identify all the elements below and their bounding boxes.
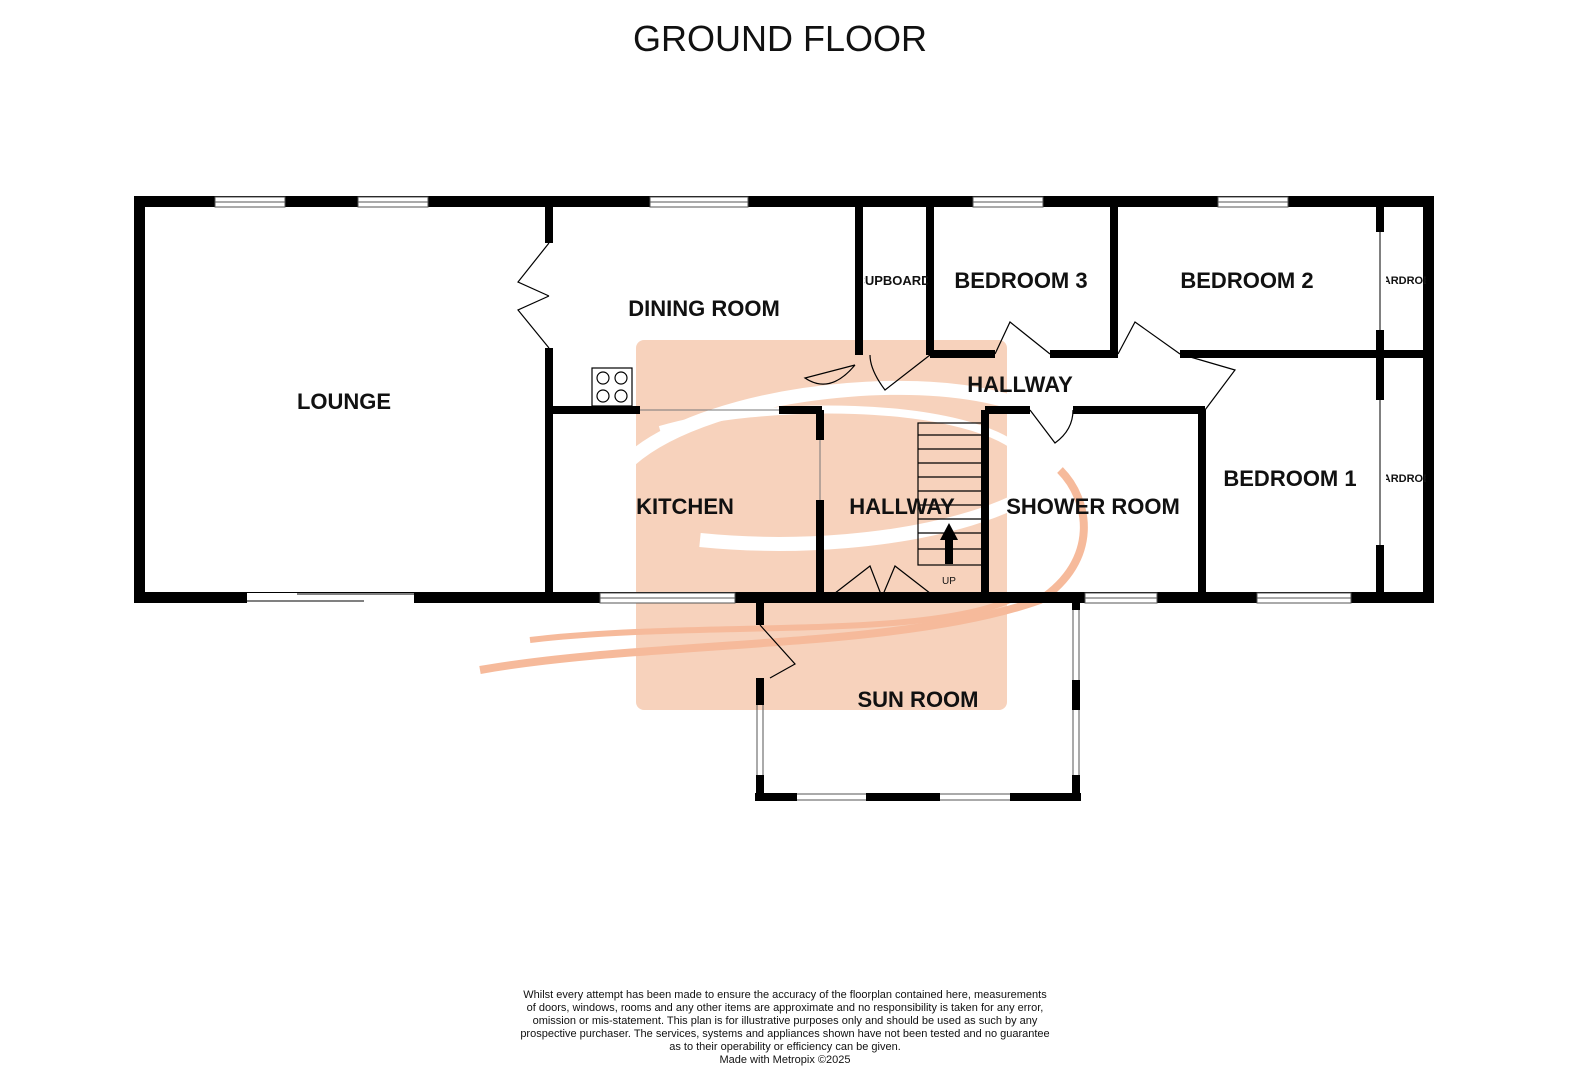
- disclaimer-line: omission or mis-statement. This plan is …: [532, 1015, 1038, 1027]
- stairs-up-label: UP: [942, 576, 956, 587]
- arrow-up-icon: [940, 523, 958, 564]
- room-label-kitchen: KITCHEN: [636, 494, 734, 519]
- floor-title: GROUND FLOOR: [632, 18, 927, 59]
- room-label-hallway: HALLWAY: [849, 494, 955, 519]
- room-label-bedroom-3: BEDROOM 3: [954, 268, 1087, 293]
- room-label-sun-room: SUN ROOM: [858, 687, 979, 712]
- doors: [517, 242, 1237, 679]
- disclaimer-line: as to their operability or efficiency ca…: [669, 1041, 901, 1053]
- hob-icon: [591, 367, 633, 407]
- internal-walls: [545, 201, 1434, 801]
- room-label-bedroom-1: BEDROOM 1: [1223, 466, 1356, 491]
- credit: Made with Metropix ©2025: [719, 1054, 851, 1066]
- disclaimer-line: of doors, windows, rooms and any other i…: [526, 1002, 1044, 1014]
- room-label-wardrobe-1: WARDROBE: [1373, 473, 1438, 485]
- room-label-hallway-upper: HALLWAY: [967, 372, 1073, 397]
- room-label-cupboard: CUPBOARD: [855, 273, 930, 288]
- room-label-wardrobe-2: WARDROBE: [1373, 275, 1438, 287]
- disclaimer-line: Whilst every attempt has been made to en…: [523, 989, 1047, 1001]
- room-label-dining-room: DINING ROOM: [628, 296, 780, 321]
- sunroom-windows: [640, 232, 1381, 801]
- disclaimer: Whilst every attempt has been made to en…: [500, 989, 1070, 1067]
- room-label-shower-room: SHOWER ROOM: [1006, 494, 1180, 519]
- disclaimer-line: prospective purchaser. The services, sys…: [520, 1028, 1050, 1040]
- windows: [214, 196, 1352, 604]
- room-label-bedroom-2: BEDROOM 2: [1180, 268, 1313, 293]
- room-label-lounge: LOUNGE: [297, 389, 391, 414]
